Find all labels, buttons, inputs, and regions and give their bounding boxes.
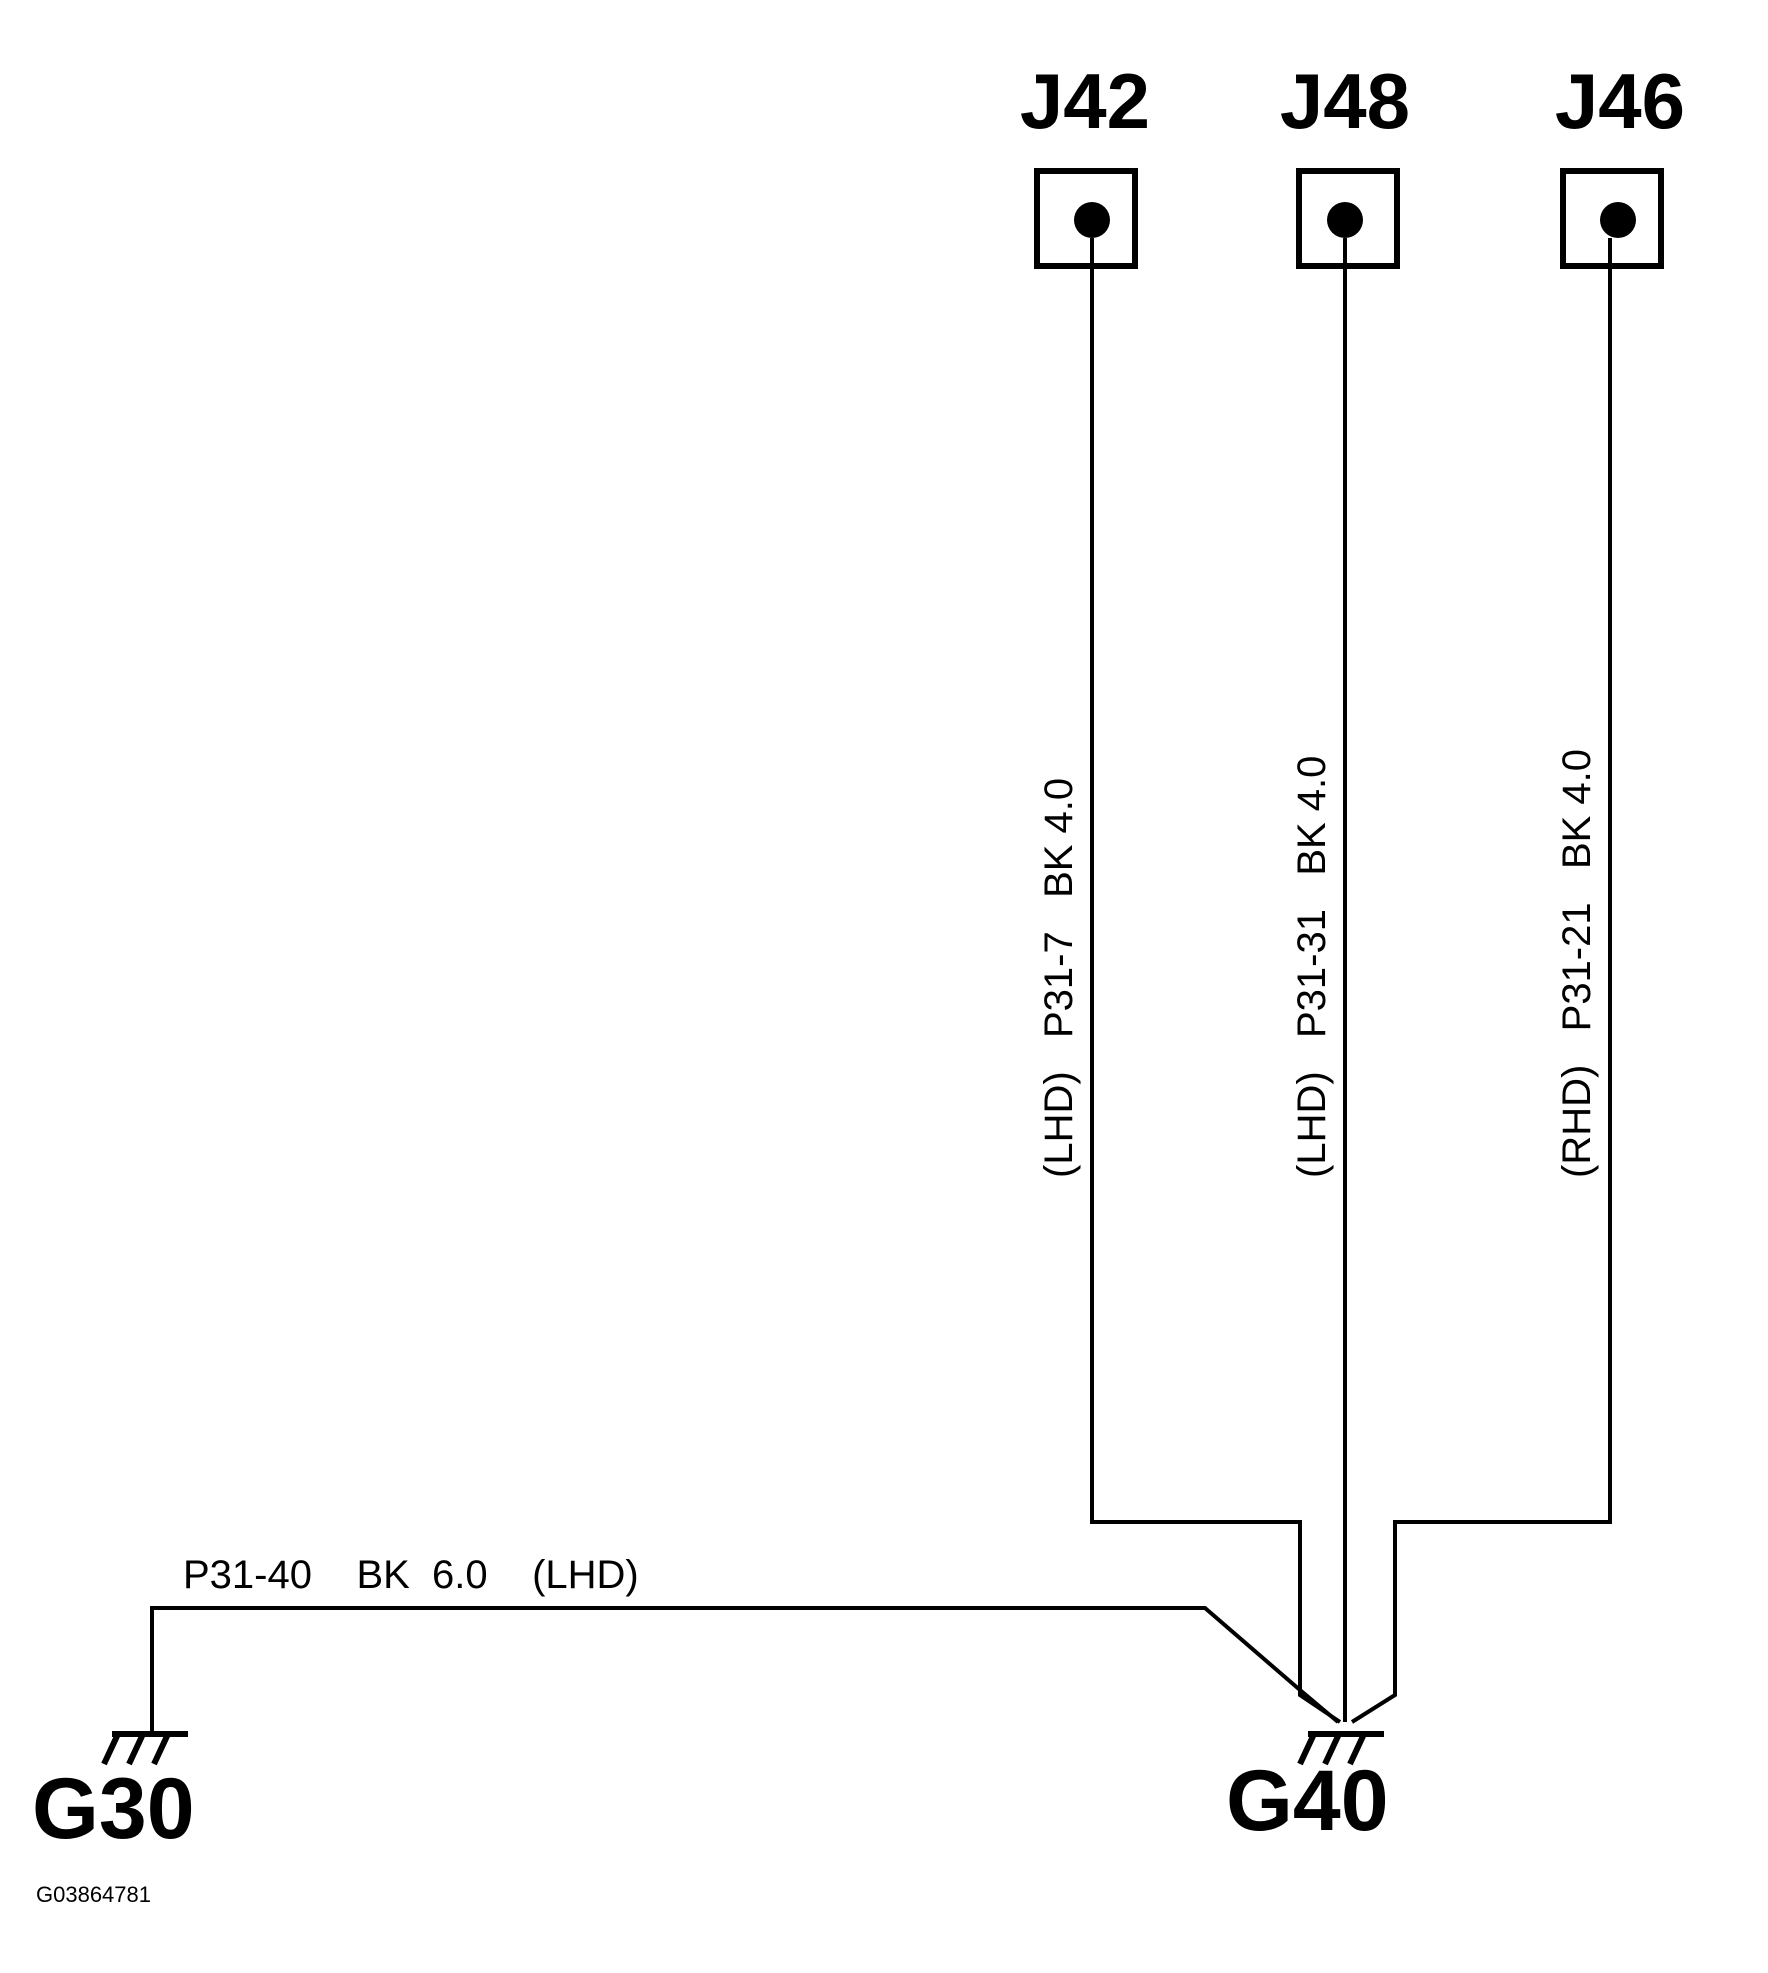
wire-j46 xyxy=(1350,238,1612,1724)
connector-label-j48: J48 xyxy=(1280,57,1410,145)
wire-label-j46: (RHD) P31-21 BK 4.0 xyxy=(1555,749,1599,1178)
wire-label-j48: (LHD) P31-31 BK 4.0 xyxy=(1290,756,1334,1178)
connector-label-j46: J46 xyxy=(1555,57,1685,145)
connector-j42 xyxy=(1034,168,1138,269)
ground-symbol-icon xyxy=(101,1731,188,1766)
ground-symbol-icon xyxy=(1297,1731,1384,1766)
terminal-pin-icon xyxy=(1600,202,1636,238)
ground-label-g40: G40 xyxy=(1226,1753,1389,1849)
wire-ground-g30-g40 xyxy=(150,1606,1340,1731)
terminal-pin-icon xyxy=(1327,202,1363,238)
connector-j48 xyxy=(1296,168,1400,269)
connector-label-j42: J42 xyxy=(1020,57,1150,145)
figure-id: G03864781 xyxy=(36,1882,151,1907)
wire-j42 xyxy=(1090,238,1342,1724)
wire-label-ground: P31-40 BK 6.0 (LHD) xyxy=(183,1553,639,1597)
ground-label-g30: G30 xyxy=(32,1761,195,1857)
wire-label-j42: (LHD) P31-7 BK 4.0 xyxy=(1037,778,1081,1178)
terminal-pin-icon xyxy=(1074,202,1110,238)
